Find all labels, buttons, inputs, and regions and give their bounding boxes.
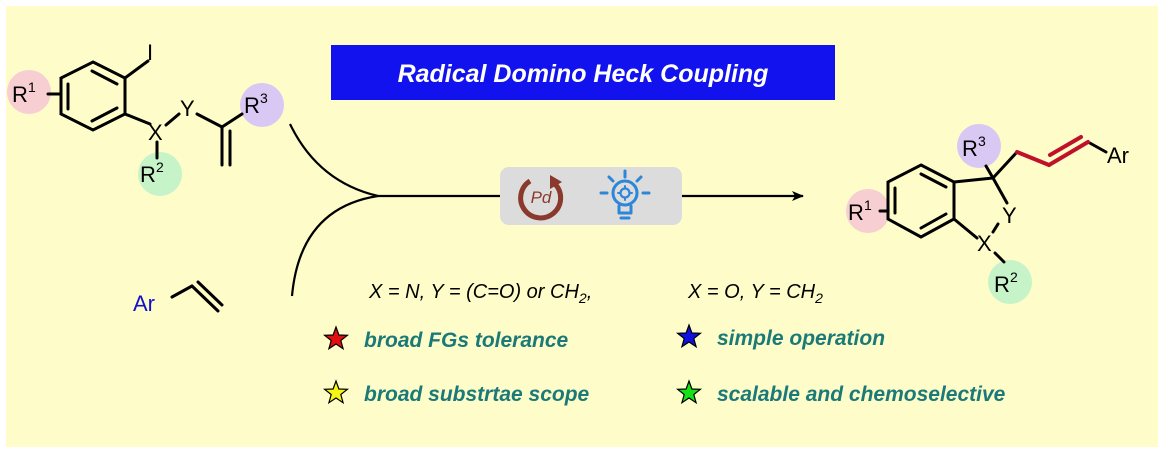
title-text: Radical Domino Heck Coupling bbox=[398, 60, 769, 88]
product-r1-bubble bbox=[846, 189, 890, 233]
blue-star-icon bbox=[675, 323, 703, 349]
product-r2-label: R bbox=[994, 272, 1010, 297]
r2-label: R bbox=[140, 162, 156, 187]
green-star-icon bbox=[675, 379, 703, 405]
red-star-icon bbox=[322, 325, 350, 351]
conditions-part2: X = O, Y = CH bbox=[687, 281, 816, 303]
feature-broad-substrate-scope: broad substrtae scope bbox=[364, 383, 590, 406]
upper-converge-curve bbox=[289, 123, 379, 198]
conditions-part1-subscript: 2 bbox=[578, 290, 587, 306]
pd-label: Pd bbox=[531, 188, 552, 207]
r3-bubble bbox=[240, 83, 284, 127]
product-r2-bubble bbox=[988, 260, 1032, 304]
product-r3-superscript: 3 bbox=[978, 133, 986, 149]
product-ar-label: Ar bbox=[1107, 143, 1129, 168]
styrene-ar-label: Ar bbox=[133, 291, 155, 316]
reactant-styrene bbox=[170, 280, 224, 313]
conditions-part1-end: , bbox=[587, 281, 593, 303]
product-x-label: X bbox=[977, 231, 992, 256]
yellow-star-icon bbox=[322, 379, 350, 405]
pd-cycle-icon: Pd bbox=[518, 175, 564, 221]
catalyst-box: Pd bbox=[500, 167, 682, 225]
product-r3-label: R bbox=[962, 136, 978, 161]
r2-superscript: 2 bbox=[156, 159, 164, 175]
lightbulb-icon bbox=[599, 169, 651, 220]
lower-converge-curve bbox=[290, 194, 379, 297]
y-label: Y bbox=[180, 96, 195, 121]
r1-superscript: 1 bbox=[28, 79, 36, 95]
title-box bbox=[331, 45, 835, 100]
product-r2-superscript: 2 bbox=[1010, 269, 1018, 285]
conditions-text: X = N, Y = (C=O) or CH2,X = O, Y = CH2 bbox=[368, 281, 823, 306]
feature-list: broad FGs tolerance simple operation bro… bbox=[322, 323, 1006, 406]
x-label: X bbox=[148, 120, 163, 145]
reaction-arrow bbox=[289, 123, 804, 297]
product-y-label: Y bbox=[1002, 203, 1017, 228]
iodine-label: I bbox=[147, 40, 153, 65]
title-banner: Radical Domino Heck Coupling bbox=[331, 45, 835, 100]
product-r1-superscript: 1 bbox=[864, 197, 872, 213]
r2-bubble bbox=[138, 152, 182, 196]
product-benzene-ring bbox=[886, 163, 956, 239]
conditions-part2-subscript: 2 bbox=[814, 290, 823, 306]
feature-simple-operation: simple operation bbox=[717, 327, 885, 350]
r3-superscript: 3 bbox=[260, 90, 268, 106]
new-bond-highlight bbox=[1015, 135, 1090, 167]
feature-scalable-chemoselective: scalable and chemoselective bbox=[717, 383, 1006, 406]
product-r1-label: R bbox=[848, 200, 864, 225]
conditions-part1: X = N, Y = (C=O) or CH bbox=[368, 281, 579, 303]
r3-label: R bbox=[244, 93, 260, 118]
reactant-aryl-iodide bbox=[7, 59, 284, 196]
r1-bubble bbox=[7, 70, 51, 114]
feature-broad-fgs-tolerance: broad FGs tolerance bbox=[364, 329, 569, 352]
product-r3-bubble bbox=[957, 124, 1001, 168]
r1-label: R bbox=[12, 82, 28, 107]
product-structure bbox=[846, 124, 1108, 304]
